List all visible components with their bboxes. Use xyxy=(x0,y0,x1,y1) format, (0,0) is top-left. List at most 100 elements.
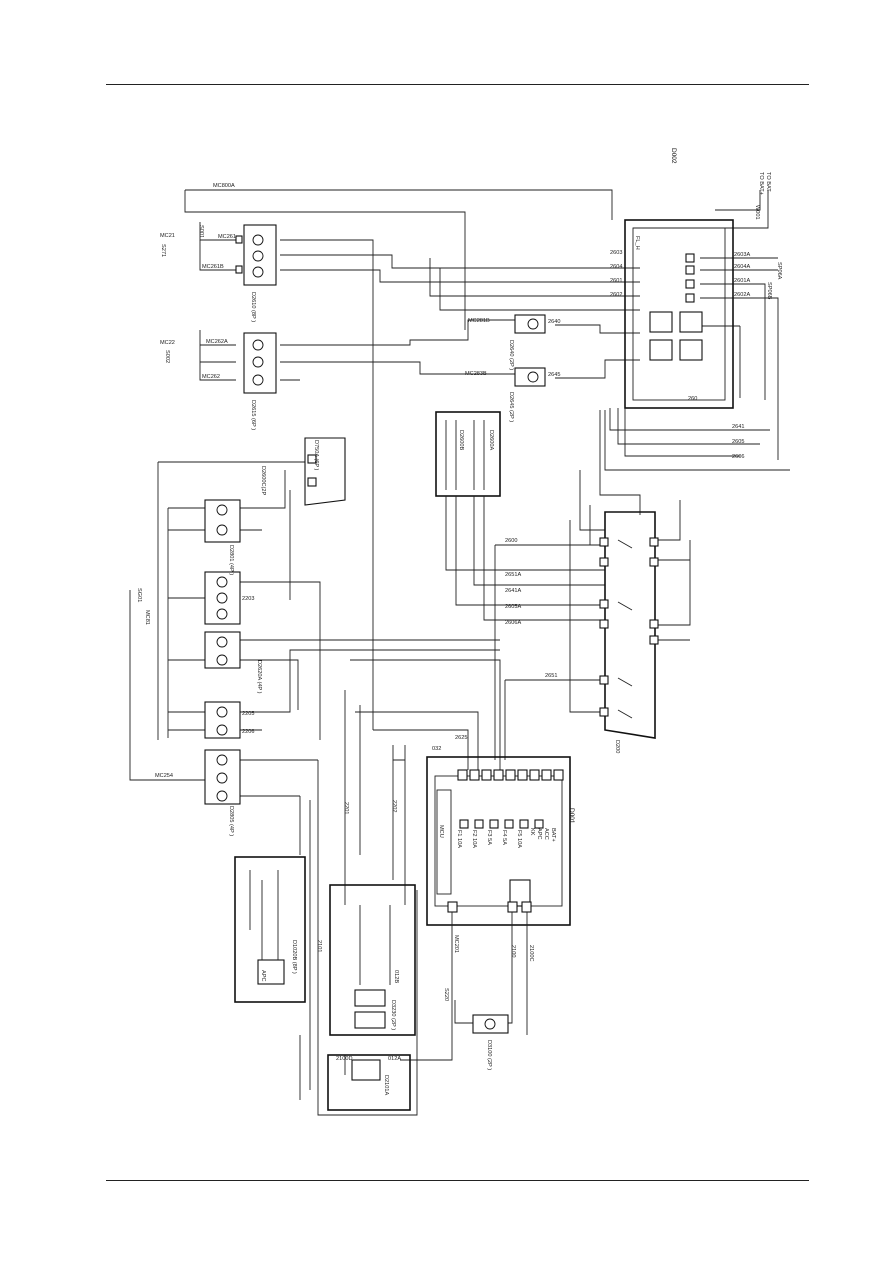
label-d2645: D2645 (2P ) xyxy=(508,392,514,422)
label-to-bat-minus: TO BAT- xyxy=(765,172,771,193)
label-sp06b: SP06B xyxy=(766,282,772,300)
connector-d2600 xyxy=(435,411,501,497)
wire-2640: 2640 xyxy=(548,319,560,325)
label-bat-plus: BAT+ xyxy=(550,828,556,842)
relay-box xyxy=(624,219,734,409)
wire-2641a: 2641A xyxy=(505,588,521,594)
lamp-d3100 xyxy=(472,1014,509,1034)
page-footer-rule xyxy=(106,1180,809,1181)
label-d002: D002 xyxy=(670,148,677,164)
wire-2101: 2101 xyxy=(316,940,322,952)
label-mc283b: MC283B xyxy=(465,371,487,377)
lamp-group-d2801 xyxy=(204,499,241,543)
control-unit-d001 xyxy=(426,756,571,926)
relay-area xyxy=(329,884,416,1036)
wire-2100: 2100 xyxy=(510,945,516,957)
wire-2605a: 2605A xyxy=(505,604,521,610)
label-d750a: D750A (6P ) xyxy=(313,440,319,471)
relay-d2101a xyxy=(327,1054,411,1111)
label-kk: KK xyxy=(529,828,535,836)
connector-d750a xyxy=(304,437,346,506)
label-s002: S002 xyxy=(164,350,170,363)
label-d2610: D2610 (8P ) xyxy=(250,292,256,322)
wire-2600: 2600 xyxy=(505,538,517,544)
label-d2600b: D2600B xyxy=(458,430,464,450)
wire-2606: 2606 xyxy=(732,454,744,460)
lamp-group-d2615 xyxy=(243,332,277,394)
label-d200: D200 xyxy=(614,740,620,753)
label-w001: W001 xyxy=(754,205,760,220)
label-mc201: MC201 xyxy=(453,935,459,953)
label-mc262: MC262 xyxy=(202,374,220,380)
wire-2625: 2625 xyxy=(455,735,467,741)
label-d3230: D3230 (2P ) xyxy=(390,1000,396,1030)
label-d2640: D2640 (2P ) xyxy=(508,340,514,370)
label-mc261: MC261 xyxy=(218,234,236,240)
wire-012a: 012A xyxy=(388,1056,401,1062)
label-d1020b: D1020B (8P ) xyxy=(291,940,297,974)
label-mc262a: MC262A xyxy=(206,339,228,345)
page-header-rule xyxy=(106,84,809,85)
label-d001: D001 xyxy=(568,808,575,824)
bottom-wiring xyxy=(299,745,528,1116)
label-mc281b: MC281B xyxy=(468,318,490,324)
label-mc800a: MC800A xyxy=(213,183,235,189)
wire-2206: 2206 xyxy=(242,729,254,735)
wire-2202: 2202 xyxy=(391,800,397,812)
label-d2101a: D2101A xyxy=(383,1075,389,1095)
label-s001: S001 xyxy=(198,225,204,238)
label-apc-r: APC xyxy=(536,828,542,840)
wire-2100d: 2100D xyxy=(336,1056,352,1062)
label-mc254: MC254 xyxy=(155,773,173,779)
wire-2601a: 2601A xyxy=(734,278,750,284)
wire-032: 032 xyxy=(432,746,441,752)
wire-260: 260 xyxy=(688,396,697,402)
wire-2603a: 2603A xyxy=(734,252,750,258)
wire-2602: 2602 xyxy=(610,292,622,298)
wire-2602a: 2602A xyxy=(734,292,750,298)
wire-2603: 2603 xyxy=(610,250,622,256)
lamp-group-d2620a xyxy=(204,631,241,669)
wire-2606a: 2606A xyxy=(505,620,521,626)
lamp-group-d2620b xyxy=(204,571,241,625)
wire-2651: 2651 xyxy=(545,673,557,679)
label-d2600a: D2600A xyxy=(488,430,494,450)
label-f1: F1 10A xyxy=(456,830,462,848)
label-s271: S271 xyxy=(160,244,166,257)
label-f4: F4 5A xyxy=(501,830,507,845)
label-f3: F3 5A xyxy=(486,830,492,845)
label-apc: APC xyxy=(260,970,266,982)
label-d2615: D2615 (6P ) xyxy=(250,400,256,430)
label-d2801: D2801 (4P ) xyxy=(228,545,234,575)
wire-2201: 2201 xyxy=(343,802,349,814)
module-d1020b xyxy=(234,856,306,1003)
wire-2641: 2641 xyxy=(732,424,744,430)
label-d2600c: D2600C(2P xyxy=(260,466,266,495)
label-d2620a: D2620A (4P ) xyxy=(256,660,262,694)
label-fl-h: FL_H xyxy=(634,236,640,250)
label-mcu: MCU xyxy=(438,825,444,838)
label-mc261b: MC261B xyxy=(202,264,224,270)
label-d3100: D3100 (2P ) xyxy=(486,1040,492,1070)
wire-2604: 2604 xyxy=(610,264,622,270)
wire-2100c: 2100C xyxy=(528,945,534,961)
lamp-d2645 xyxy=(514,367,546,387)
lamp-d2640 xyxy=(514,314,546,334)
labels: MC800A S001 MC21 MC261 MC261B S271 D2610… xyxy=(136,148,782,1095)
label-to-bat-plus: TO BAT+ xyxy=(758,172,764,195)
wire-012b: 012B xyxy=(393,970,399,983)
wire-2605: 2605 xyxy=(732,439,744,445)
wire-2203: 2203 xyxy=(242,596,254,602)
label-sg01: SG01 xyxy=(136,588,142,602)
label-f5: F5 10A xyxy=(516,830,522,848)
wire-2651a: 2651A xyxy=(505,572,521,578)
wire-2601: 2601 xyxy=(610,278,622,284)
switch-box-d200 xyxy=(599,511,659,739)
lamp-group-d2805 xyxy=(204,749,241,805)
label-sp06a: SP06A xyxy=(776,262,782,280)
top-wiring xyxy=(184,189,779,730)
lamp-group-d2610 xyxy=(235,224,277,286)
label-f2: F2 10A xyxy=(471,830,477,848)
wire-2645: 2645 xyxy=(548,372,560,378)
